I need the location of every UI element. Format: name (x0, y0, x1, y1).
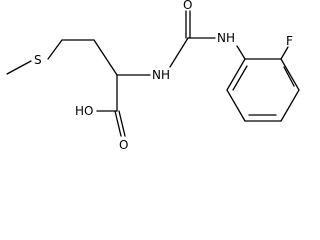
ring-double-bond-3 (232, 65, 248, 91)
chemical-structure: S NH O NH F HO O (6, 0, 300, 152)
fluorine-label: F (286, 34, 293, 48)
carbonyl-oxygen-label: O (119, 138, 128, 152)
ring-bond-5 (226, 89, 246, 122)
bond-ch2-calpha (93, 39, 118, 76)
amide-nh-label: NH (152, 68, 170, 82)
bond-s-ch2 (47, 39, 63, 60)
ring-bond-3 (280, 89, 300, 122)
bond-nh-carbonyl (169, 37, 189, 68)
sulfur-label: S (34, 53, 42, 67)
ring-bond-6 (226, 58, 246, 91)
ring-bond-2 (280, 58, 300, 91)
aryl-nh-label: NH (217, 31, 235, 45)
urea-oxygen-label: O (183, 0, 192, 12)
bond-carboxyl-o-double-1 (114, 110, 122, 137)
ring-double-bond-1 (283, 66, 295, 87)
hydroxyl-label: HO (75, 104, 93, 118)
bond-aryl-nh-ring (236, 45, 246, 60)
bond-methyl-s (6, 60, 32, 75)
bond-carboxyl-o-double-2 (118, 110, 126, 137)
bond-ring-fluorine (280, 46, 289, 60)
